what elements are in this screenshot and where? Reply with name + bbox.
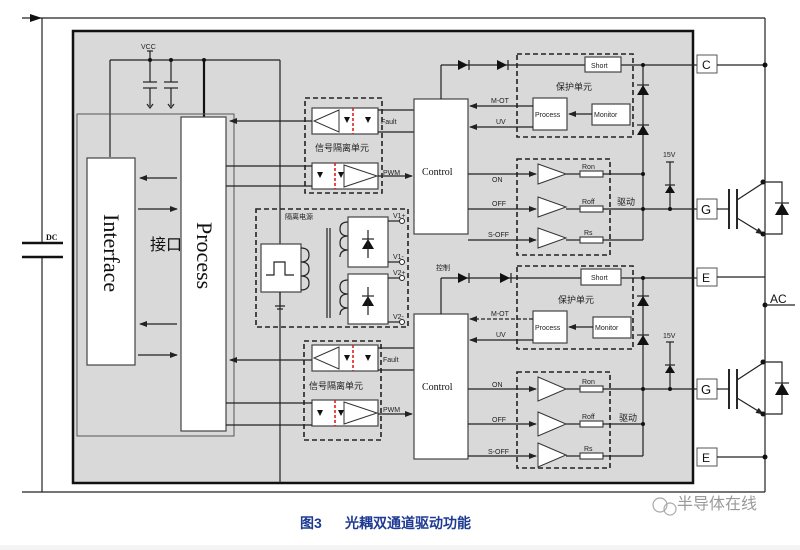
- isolated-power-supply: 隔离电源 V1+ V1- V2+ V2-: [255, 208, 409, 328]
- on-label-2: ON: [492, 382, 503, 389]
- prot-process-label-1: Process: [535, 112, 561, 119]
- uv-label-2: UV: [496, 332, 506, 339]
- svg-text:C: C: [702, 58, 711, 72]
- v2-minus-label: V2-: [393, 314, 405, 321]
- pwm-label-1: PWM: [383, 170, 400, 177]
- svg-text:E: E: [702, 451, 710, 465]
- rs-label-2: Rs: [584, 446, 593, 453]
- ron-label-2: Ron: [582, 379, 595, 386]
- monitor-label-2: Monitor: [595, 325, 619, 332]
- signal-iso-label-2: 信号隔离单元: [309, 380, 363, 391]
- protection-unit-2: 控制 Short 保护单元 Process Monitor M-OT UV: [436, 263, 697, 350]
- interface-block: Interface: [86, 157, 136, 366]
- fault-label-2: Fault: [383, 357, 399, 364]
- isolation-power-label: 隔离电源: [285, 212, 313, 221]
- off-label-2: OFF: [492, 417, 506, 424]
- igbt-half-bridge: AC: [717, 62, 795, 460]
- drive-label-2: 驱动: [619, 413, 637, 423]
- ron-label-1: Ron: [582, 164, 595, 171]
- control-cn-label: 控制: [436, 263, 450, 272]
- drive-stage-1: ON OFF S-OFF Ron Roff Rs 驱动 15V: [468, 63, 697, 256]
- dc-bus: [22, 14, 766, 493]
- interface-process-links: [138, 175, 178, 358]
- figure-number: 图3: [300, 515, 322, 531]
- monitor-label-1: Monitor: [594, 112, 618, 119]
- dc-capacitor: DC: [22, 233, 63, 259]
- pwm-label-2: PWM: [383, 407, 400, 414]
- channel1-links: [226, 109, 414, 187]
- ac-label: AC: [770, 292, 787, 306]
- terminal-c: C: [696, 54, 718, 74]
- control-block-1: Control: [413, 98, 469, 235]
- process-label: Process: [192, 222, 217, 289]
- control-block-2: Control: [413, 313, 469, 460]
- soff-label-2: S-OFF: [488, 449, 509, 456]
- soff-label-1: S-OFF: [488, 232, 509, 239]
- drive-stage-2: ON OFF S-OFF Ron Roff Rs 驱动 15V: [468, 276, 697, 469]
- svg-text:G: G: [701, 202, 711, 217]
- drive-label-1: 驱动: [617, 197, 635, 207]
- on-label-1: ON: [492, 177, 503, 184]
- terminal-e1: E: [696, 267, 718, 287]
- interface-cn-label: 接口: [150, 236, 182, 254]
- roff-label-2: Roff: [582, 414, 595, 421]
- short-label-2: Short: [591, 275, 608, 282]
- figure-title: 光耦双通道驱动功能: [344, 515, 471, 531]
- rs-label-1: Rs: [584, 230, 593, 237]
- dc-label: DC: [46, 233, 58, 242]
- process-block: Process: [180, 116, 227, 432]
- interface-label: Interface: [99, 214, 124, 292]
- signal-isolation-unit-2: Fault 信号隔离单元 PWM: [303, 340, 400, 441]
- mot-label-2: M-OT: [491, 311, 510, 318]
- zener-label-1: 15V: [663, 152, 676, 159]
- svg-text:G: G: [701, 382, 711, 397]
- roff-label-1: Roff: [582, 199, 595, 206]
- watermark-text: 半导体在线: [677, 495, 757, 513]
- off-label-1: OFF: [492, 201, 506, 208]
- control-label-1: Control: [422, 167, 453, 178]
- mot-label-1: M-OT: [491, 98, 510, 105]
- channel2-links: [226, 347, 414, 426]
- prot-process-label-2: Process: [535, 325, 561, 332]
- vcc-label: VCC: [141, 44, 156, 51]
- v1-plus-label: V1+: [393, 213, 406, 220]
- v1-minus-label: V1-: [393, 254, 405, 261]
- protection-label-2: 保护单元: [558, 294, 594, 305]
- terminal-g1: G: [696, 198, 718, 220]
- signal-isolation-unit-1: Fault 信号隔离单元 PWM: [304, 97, 400, 194]
- fault-label-1: Fault: [381, 119, 397, 126]
- uv-label-1: UV: [496, 119, 506, 126]
- protection-label-1: 保护单元: [556, 81, 592, 92]
- signal-iso-label-1: 信号隔离单元: [315, 142, 369, 153]
- control-label-2: Control: [422, 382, 453, 393]
- watermark: 半导体在线: [652, 495, 757, 516]
- terminal-g2: G: [696, 378, 718, 400]
- protection-unit-1: Short 保护单元 Process Monitor M-OT UV: [440, 53, 697, 138]
- figure-caption: 图3 光耦双通道驱动功能: [300, 515, 471, 531]
- zener-label-2: 15V: [663, 333, 676, 340]
- terminal-e2: E: [696, 447, 718, 467]
- short-label-1: Short: [591, 63, 608, 70]
- svg-text:E: E: [702, 271, 710, 285]
- v2-plus-label: V2+: [393, 270, 406, 277]
